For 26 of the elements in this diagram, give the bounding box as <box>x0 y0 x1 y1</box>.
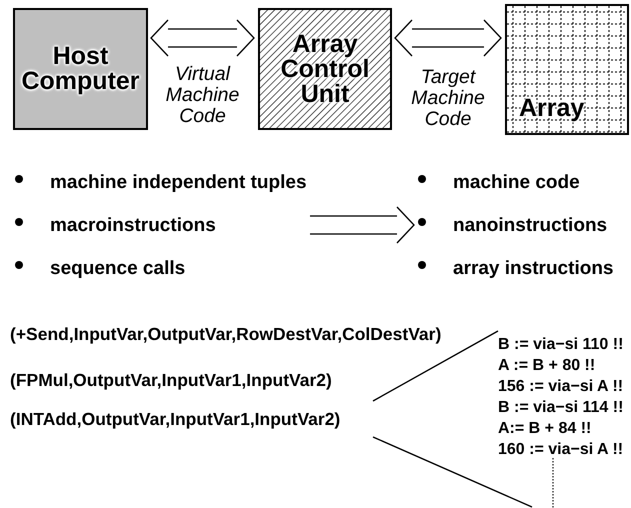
box-label: Host Computer <box>20 44 141 94</box>
code-tuple: (INTAdd,OutputVar,InputVar1,InputVar2) <box>10 408 340 430</box>
expansion-line <box>372 330 498 402</box>
code-line: B := via−si 110 !! <box>498 335 624 355</box>
code-line: B := via−si 114 !! <box>498 398 624 418</box>
code-line: 156 := via−si A !! <box>498 377 624 397</box>
edge-label: Virtual Machine Code <box>164 64 240 127</box>
double-arrow <box>150 19 255 57</box>
code-tuple: (FPMul,OutputVar,InputVar1,InputVar2) <box>10 370 332 390</box>
code-line: A:= B + 84 !! <box>498 419 592 439</box>
bullet-item: nanoinstructions <box>418 215 630 258</box>
bullet-item: machine independent tuples <box>15 172 307 215</box>
bullet-item: machine code <box>418 172 630 215</box>
process-box <box>505 4 629 135</box>
code-tuple: (+Send,InputVar,OutputVar,RowDestVar,ColDestVar) <box>10 324 442 344</box>
double-arrow <box>394 19 502 57</box>
bullet-item: array instructions <box>418 258 630 301</box>
process-box <box>13 8 148 130</box>
double-arrow <box>309 206 415 244</box>
bullet-item: macroinstructions <box>15 215 307 258</box>
code-line: A := B + 80 !! <box>498 356 596 376</box>
edge-label: Target Machine Code <box>410 67 486 130</box>
process-box <box>258 8 392 130</box>
bullet-item: sequence calls <box>15 258 307 301</box>
code-line: 160 := via−si A !! <box>498 440 624 460</box>
expansion-line <box>372 436 532 508</box>
